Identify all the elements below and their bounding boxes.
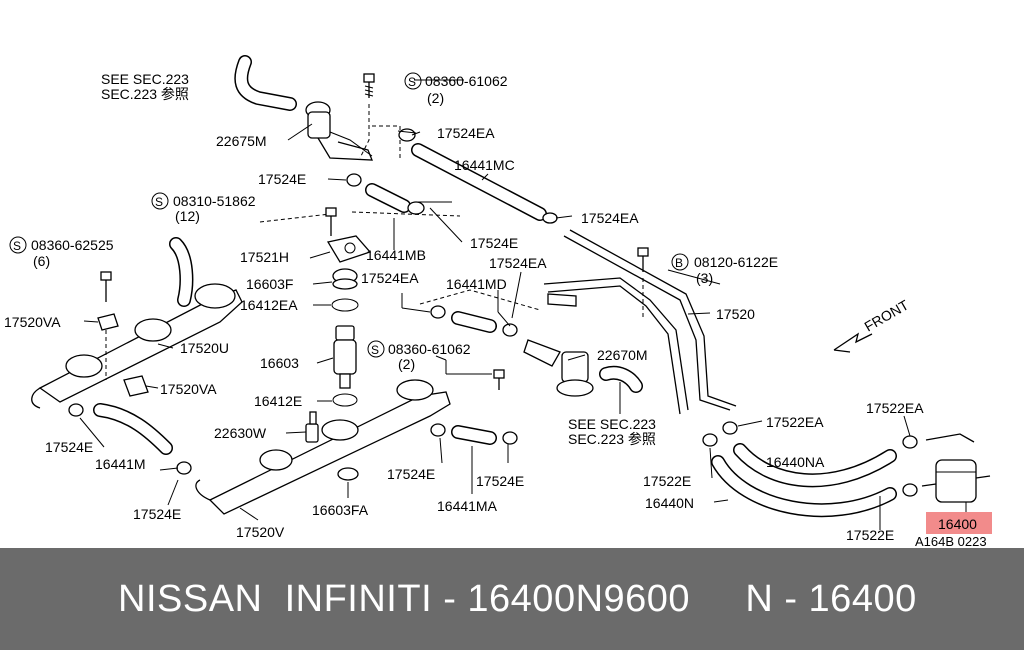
callout-17524E-c: 17524E	[45, 439, 93, 455]
callout-see-sec-1a: SEE SEC.223	[101, 71, 189, 87]
fuel-rail-17520V	[195, 379, 451, 515]
callout-labels: SEE SEC.223 SEC.223 参照 08360-61062 (2) 2…	[4, 71, 987, 548]
callout-08360-62525: 08360-62525	[31, 237, 114, 253]
s-mark-3: S	[13, 239, 21, 253]
callout-qty-2-a: (2)	[427, 90, 444, 106]
callout-16603FA: 16603FA	[312, 502, 369, 518]
callout-16440N: 16440N	[645, 495, 694, 511]
callout-17520U: 17520U	[180, 340, 229, 356]
s-mark-1: S	[408, 75, 416, 89]
callout-17524E-d: 17524E	[387, 466, 435, 482]
clip-17522E-left	[702, 433, 718, 447]
clip-17524E-upper	[346, 173, 362, 187]
fuel-rail-17520U	[31, 237, 243, 409]
clip-17522E-right	[902, 483, 918, 497]
bolt-08120-6122E	[637, 247, 649, 272]
callout-17524EA-a: 17524EA	[437, 125, 495, 141]
callout-16603F: 16603F	[246, 276, 293, 292]
callout-17522E-a: 17522E	[643, 473, 691, 489]
callout-17520VA-b: 17520VA	[160, 381, 217, 397]
bracket-17520VA	[123, 375, 149, 397]
hose-16441MA	[430, 423, 518, 445]
callout-see-sec-2a: SEE SEC.223	[568, 416, 656, 432]
callout-17524EA-d: 17524EA	[361, 270, 419, 286]
callout-see-sec-1b: SEC.223 参照	[101, 86, 189, 102]
fastener-markers: S S S S B	[9, 72, 689, 358]
fuel-filter-16400	[921, 459, 991, 503]
callout-16441MB: 16441MB	[366, 247, 426, 263]
callout-16412EA: 16412EA	[240, 297, 298, 313]
s-mark-4: S	[371, 343, 379, 357]
hose-16441M	[68, 403, 192, 475]
callout-16412E: 16412E	[254, 393, 302, 409]
callout-17522EA-b: 17522EA	[866, 400, 924, 416]
callout-17524EA-c: 17524EA	[489, 255, 547, 271]
vacuum-hose-upper	[234, 55, 297, 111]
callout-16441MA: 16441MA	[437, 498, 498, 514]
callout-17520V: 17520V	[236, 524, 285, 540]
b-mark: B	[675, 256, 683, 270]
callout-17520: 17520	[716, 306, 755, 322]
callout-16603: 16603	[260, 355, 299, 371]
fuel-tube-17520	[543, 229, 737, 415]
callout-17522EA-a: 17522EA	[766, 414, 824, 430]
callout-16441MD: 16441MD	[446, 276, 507, 292]
callout-17524EA-b: 17524EA	[581, 210, 639, 226]
bolt-08310-51862	[325, 207, 337, 236]
parts-diagram: S S S S B SEE SEC.223 SEC.223 参照 08360-6…	[4, 55, 992, 548]
clip-17522EA-left	[722, 421, 738, 435]
callout-see-sec-2b: SEC.223 参照	[568, 431, 656, 447]
damper-22670M	[523, 339, 643, 397]
highlight-16400	[926, 512, 992, 534]
callout-17520VA-a: 17520VA	[4, 314, 61, 330]
callout-17522E-b: 17522E	[846, 527, 894, 543]
callout-16441M: 16441M	[95, 456, 146, 472]
callout-16441MC: 16441MC	[454, 157, 515, 173]
callout-17524E-a: 17524E	[258, 171, 306, 187]
leader-lines	[79, 79, 967, 530]
clip-17522EA-right	[902, 435, 918, 449]
callout-17524E-f: 17524E	[133, 506, 181, 522]
fuel-hose-16440NA	[733, 443, 897, 488]
callout-22670M: 22670M	[597, 347, 648, 363]
callout-17524E-e: 17524E	[476, 473, 524, 489]
s-mark-2: S	[155, 195, 163, 209]
callout-08120-6122E: 08120-6122E	[694, 254, 778, 270]
callout-front: FRONT	[862, 296, 912, 334]
callout-08310-51862: 08310-51862	[173, 193, 256, 209]
footer-bar: NISSAN INFINITI - 16400N9600 N - 16400	[0, 548, 1024, 650]
callout-16440NA: 16440NA	[766, 454, 825, 470]
bolt-08360-61062-top	[363, 73, 375, 98]
callout-17521H: 17521H	[240, 249, 289, 265]
callout-16400: 16400	[938, 516, 977, 532]
hose-16441MC	[398, 128, 558, 224]
callout-22675M: 22675M	[216, 133, 267, 149]
hose-16441MD	[430, 305, 518, 337]
bolt-08360-61062-lower	[493, 369, 505, 390]
callout-22630W: 22630W	[214, 425, 267, 441]
pressure-regulator-22675M	[305, 101, 373, 161]
bracket-17521H	[326, 235, 372, 263]
fuel-hose-16440N	[711, 455, 897, 518]
callout-qty-3: (3)	[696, 270, 713, 286]
bolt-08360-62525	[97, 271, 119, 331]
diagram-code: A164B 0223	[915, 534, 987, 548]
sensor-22630W	[305, 411, 319, 443]
callout-qty-6: (6)	[33, 253, 50, 269]
callout-qty-2-b: (2)	[398, 356, 415, 372]
callout-08360-61062-b: 08360-61062	[388, 341, 471, 357]
grommet-16603FA	[337, 467, 359, 481]
callout-17524E-b: 17524E	[470, 235, 518, 251]
callout-08360-61062-a: 08360-61062	[425, 73, 508, 89]
front-arrow	[833, 332, 873, 353]
footer-part-title: NISSAN INFINITI - 16400N9600 N - 16400	[118, 577, 917, 620]
callout-qty-12: (12)	[175, 208, 200, 224]
injector-16603	[331, 268, 359, 407]
